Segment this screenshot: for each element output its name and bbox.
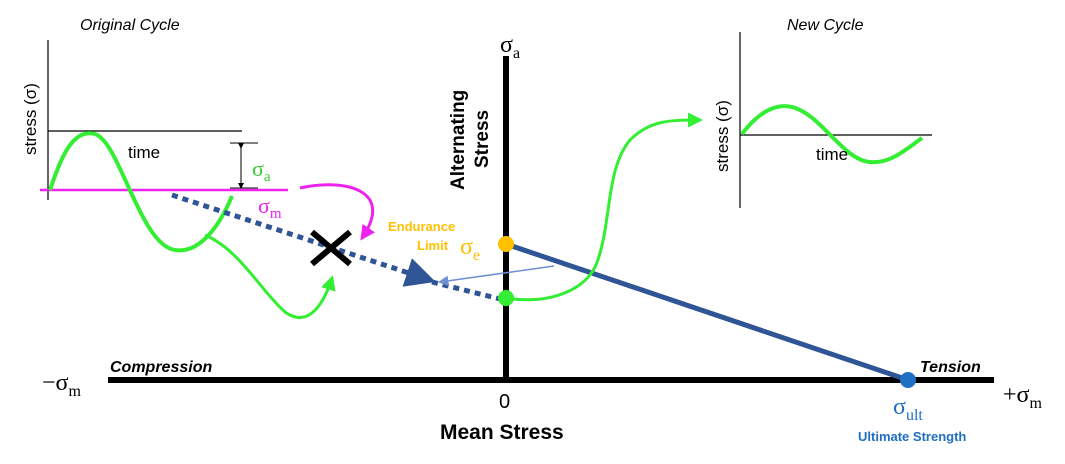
neg-sigma-m-sub: m <box>68 383 81 400</box>
pos-sigma-m-label: +σm <box>1003 382 1042 412</box>
sigma-m-inset-symbol: σ <box>258 193 270 218</box>
sigma-ult-label: σult <box>893 394 923 424</box>
new-cycle-title: New Cycle <box>787 17 864 34</box>
alternating-label-line2: Stress <box>472 110 493 168</box>
pos-sigma-m-sub: m <box>1029 395 1042 412</box>
original-time-label: time <box>128 143 160 162</box>
x-mark-icon <box>310 229 352 267</box>
sigma-a-axis-sub: a <box>513 45 520 62</box>
magenta-curved-arrow <box>299 183 375 241</box>
sigma-e-symbol: σ <box>460 234 473 260</box>
sigma-a-axis-label: σa <box>500 32 520 62</box>
ultimate-strength-point <box>900 372 916 388</box>
reduced-alternating-point <box>498 290 514 306</box>
original-stress-label: stress (σ) <box>21 83 40 155</box>
sigma-e-sub: e <box>473 247 480 264</box>
endurance-limit-point <box>498 236 514 252</box>
sigma-m-inset-label: σm <box>258 193 282 222</box>
new-sine-wave <box>740 104 924 165</box>
thin-pointer-arrow <box>437 265 555 287</box>
original-cycle-title: Original Cycle <box>80 17 180 34</box>
zero-label: 0 <box>499 391 510 413</box>
dotted-invalid-line <box>171 192 436 287</box>
goodman-line <box>505 241 909 383</box>
neg-sigma-m-symbol: −σ <box>42 370 69 396</box>
dotted-invalid-line-end <box>431 279 501 302</box>
sigma-a-inset-symbol: σ <box>252 156 264 181</box>
sigma-e-label: σe <box>460 234 480 264</box>
neg-sigma-m-label: −σm <box>42 370 81 400</box>
compression-label: Compression <box>110 359 212 376</box>
endurance-limit-line1: Endurance <box>388 219 455 234</box>
green-curved-arrow-right <box>505 112 703 302</box>
sigma-a-axis-symbol: σ <box>500 32 513 58</box>
mean-stress-label: Mean Stress <box>440 421 564 444</box>
sigma-a-inset-label: σa <box>252 156 271 185</box>
new-time-label: time <box>816 145 848 164</box>
tension-label: Tension <box>920 359 981 376</box>
new-stress-label: stress (σ) <box>713 100 732 172</box>
sigma-a-inset-sub: a <box>264 169 271 185</box>
original-cycle-inset: Original Cycle stress (σ) time σa σm <box>21 17 288 253</box>
sigma-m-inset-sub: m <box>270 206 282 222</box>
ultimate-strength-label: Ultimate Strength <box>858 429 966 444</box>
original-sine-wave <box>48 131 234 253</box>
pos-sigma-m-symbol: +σ <box>1003 382 1030 408</box>
endurance-limit-line2: Limit <box>417 238 449 253</box>
new-cycle-inset: New Cycle stress (σ) time <box>713 17 932 208</box>
sigma-ult-symbol: σ <box>893 394 906 420</box>
alternating-stress-label: Alternating Stress <box>448 90 493 190</box>
green-curved-arrow-left <box>204 233 336 319</box>
sigma-ult-sub: ult <box>906 407 923 424</box>
alternating-label-line1: Alternating <box>448 90 469 190</box>
